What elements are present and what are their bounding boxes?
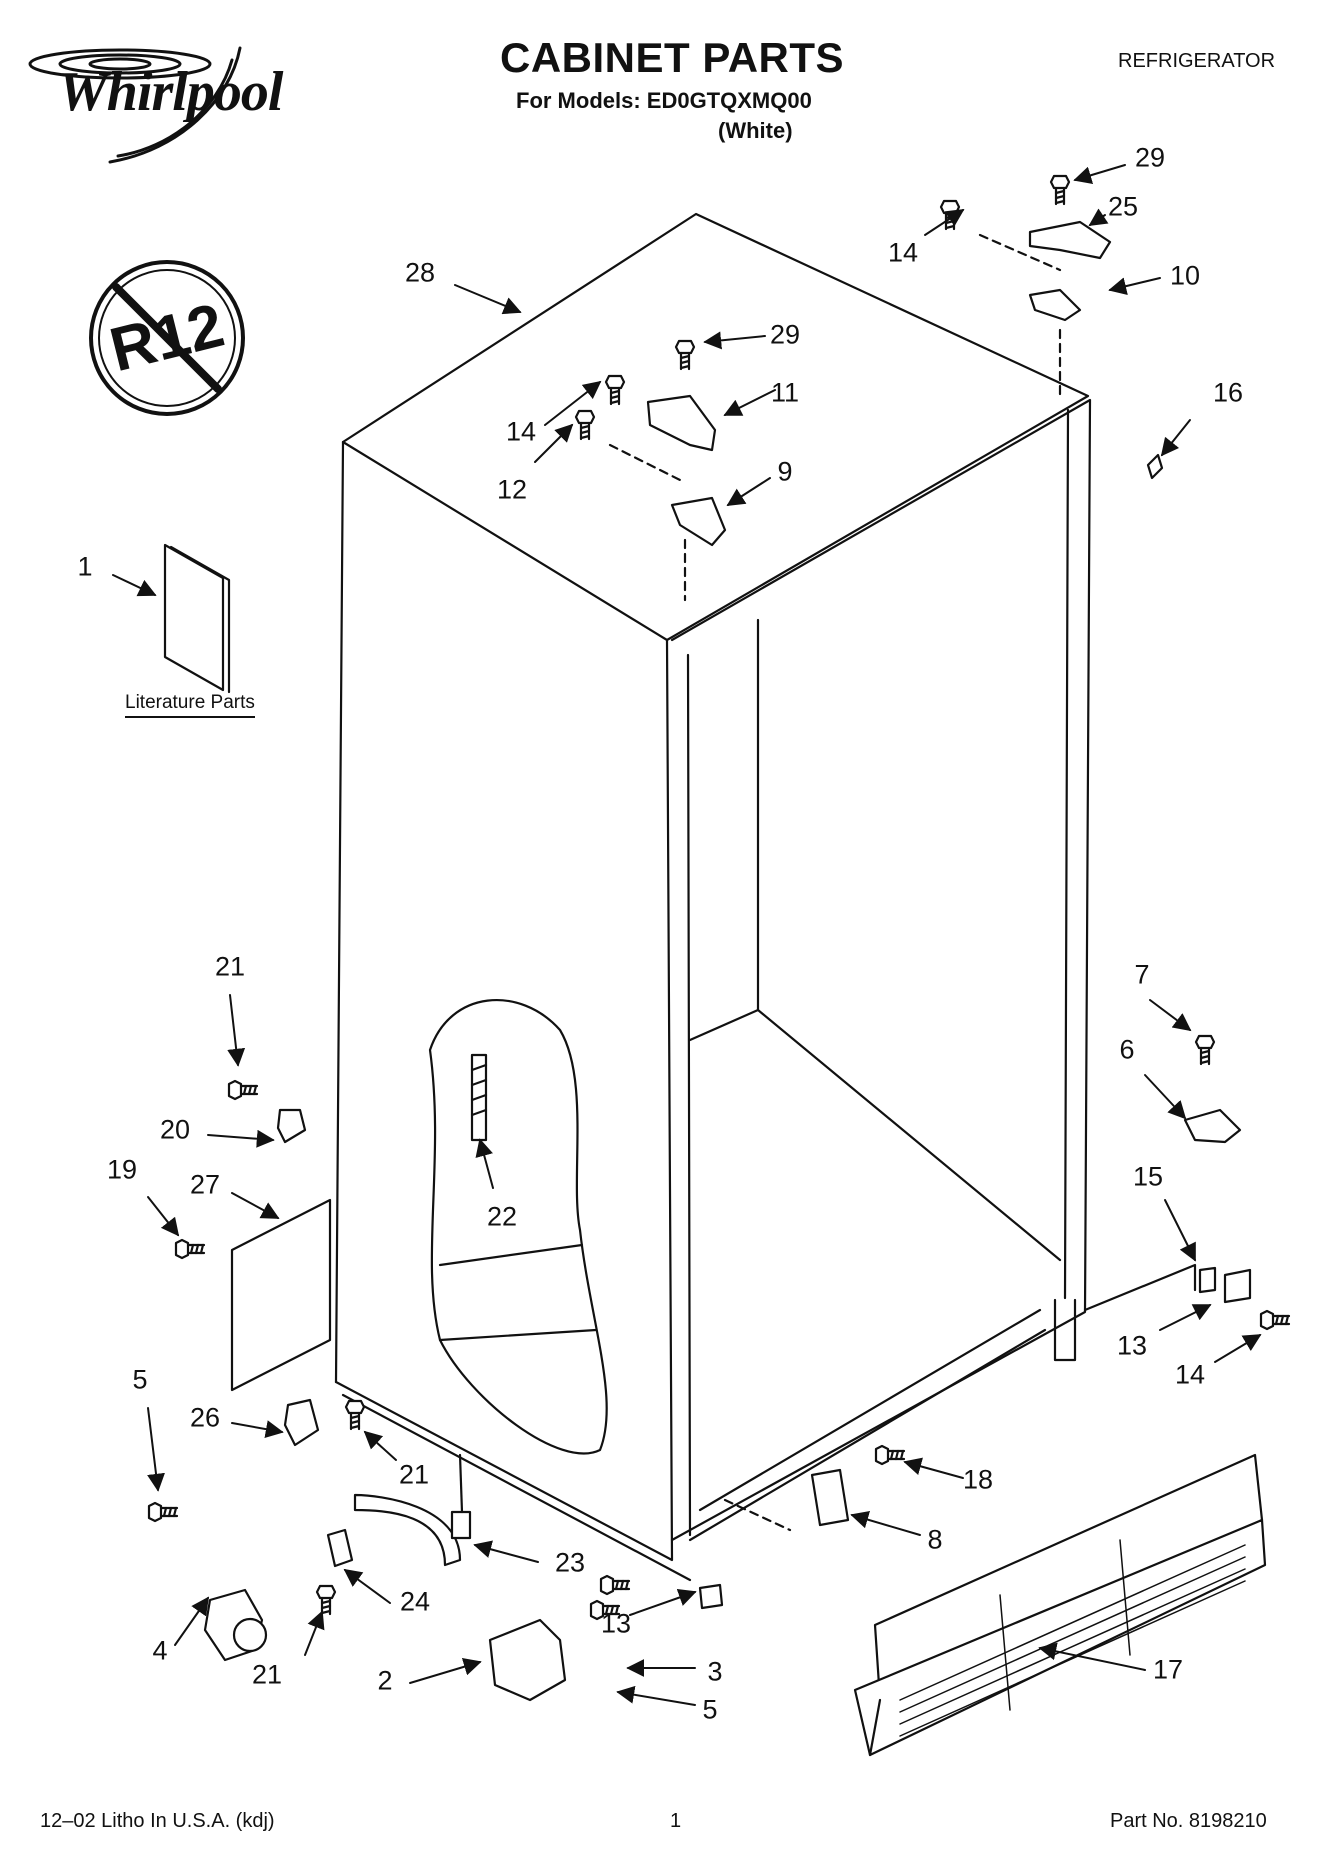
toe-grille — [853, 1453, 1267, 1757]
whirlpool-swirl-logo — [28, 46, 242, 164]
no-r12-refrigerant-icon — [89, 260, 245, 416]
callout-11: 11 — [770, 377, 800, 408]
callout-6: 6 — [1119, 1034, 1135, 1065]
callout-17: 17 — [1152, 1654, 1184, 1685]
top-hinge-parts — [574, 174, 1164, 602]
callout-18: 18 — [962, 1464, 994, 1495]
brand-logo-text: Whirlpool — [58, 61, 283, 123]
callout-5: 5 — [132, 1364, 148, 1395]
callout-2: 2 — [377, 1665, 393, 1696]
callout-19: 19 — [106, 1154, 138, 1185]
callout-29: 29 — [1134, 142, 1166, 173]
callout-21: 21 — [398, 1459, 430, 1490]
callout-24: 24 — [399, 1586, 431, 1617]
callout-12: 12 — [496, 474, 528, 505]
footer-part-number: Part No. 8198210 — [1110, 1810, 1267, 1832]
callout-leader-arrows — [112, 164, 1262, 1706]
callout-13: 13 — [600, 1608, 632, 1639]
callout-10: 10 — [1169, 260, 1201, 291]
callout-9: 9 — [777, 456, 793, 487]
literature-booklet — [163, 543, 231, 694]
callout-21: 21 — [251, 1659, 283, 1690]
callout-13: 13 — [1116, 1330, 1148, 1361]
callout-4: 4 — [152, 1635, 168, 1666]
footer-litho: 12–02 Litho In U.S.A. (kdj) — [40, 1810, 275, 1832]
callout-16: 16 — [1212, 377, 1244, 408]
color-variant: (White) — [718, 118, 793, 143]
page-title: CABINET PARTS — [500, 34, 845, 81]
literature-parts-label: Literature Parts — [125, 692, 255, 718]
appliance-category: REFRIGERATOR — [1118, 50, 1276, 72]
callout-8: 8 — [927, 1524, 943, 1555]
callout-14: 14 — [505, 416, 537, 447]
callout-3: 3 — [707, 1656, 723, 1687]
callout-26: 26 — [189, 1402, 221, 1433]
model-subtitle: For Models: ED0GTQXMQ00 — [516, 88, 812, 113]
callout-29: 29 — [769, 319, 801, 350]
callout-23: 23 — [554, 1547, 586, 1578]
callout-14: 14 — [887, 237, 919, 268]
callout-15: 15 — [1132, 1161, 1164, 1192]
callout-20: 20 — [159, 1114, 191, 1145]
callout-14: 14 — [1174, 1359, 1206, 1390]
callout-21: 21 — [214, 951, 246, 982]
callout-22: 22 — [486, 1201, 518, 1232]
callout-25: 25 — [1107, 191, 1139, 222]
refrigerator-cabinet — [334, 212, 1197, 1582]
callout-5: 5 — [702, 1694, 718, 1725]
callout-28: 28 — [404, 257, 436, 288]
callout-27: 27 — [189, 1169, 221, 1200]
footer-page-number: 1 — [670, 1810, 682, 1832]
callout-1: 1 — [77, 551, 93, 582]
callout-7: 7 — [1134, 959, 1150, 990]
bottom-hardware — [147, 1034, 1291, 1702]
side-cutaway — [428, 998, 608, 1455]
